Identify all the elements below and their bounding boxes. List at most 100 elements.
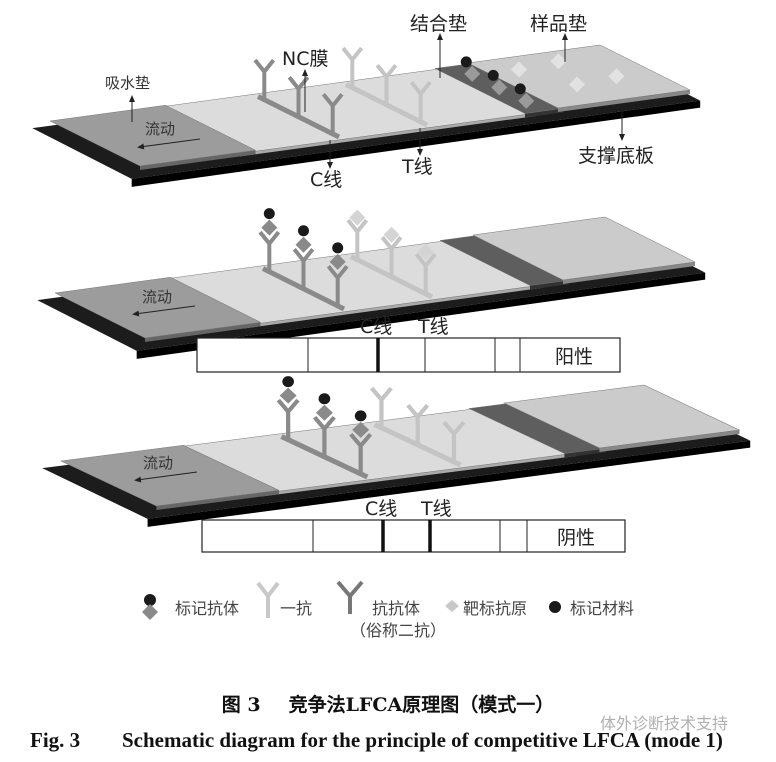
c-line-label: C线 [310, 169, 342, 191]
nc-membrane-label: NC膜 [282, 48, 328, 70]
strip1-labels: 吸水垫 流动 NC膜 结合垫 样品垫 支撑底板 C线 T线 [105, 13, 654, 191]
t-line-label: T线 [417, 316, 449, 338]
label-material-icon [549, 601, 561, 613]
labeled-antibody-icon [315, 404, 333, 421]
result-window-negative: C线 T线 阴性 [201, 498, 626, 553]
c-line-label: C线 [360, 316, 392, 338]
flow-label: 流动 [142, 288, 172, 306]
primary-antibody-icon [375, 63, 398, 107]
label-material-icon [298, 225, 309, 237]
caption-fig-number: 图 3 [221, 694, 261, 716]
label-material-icon [514, 83, 526, 95]
label-material-icon [332, 242, 344, 254]
t-line-label: T线 [401, 156, 433, 178]
legend-label: 抗抗体 [372, 599, 420, 618]
anti-antibody-icon [336, 580, 364, 614]
legend-note: （俗称二抗） [350, 621, 446, 640]
target-antigen-icon [417, 243, 434, 260]
labeled-antibody-icon [142, 594, 158, 620]
primary-antibody-icon [414, 253, 437, 296]
legend-label: 一抗 [280, 599, 312, 618]
target-antigen-icon [349, 209, 366, 226]
t-line-label: T线 [420, 498, 452, 520]
sample-pad [503, 384, 741, 449]
result-window-positive: C线 T线 阳性 [196, 316, 621, 373]
backing-edge [136, 272, 706, 359]
legend-label: 标记抗体 [175, 599, 239, 618]
label-material-icon [487, 69, 499, 81]
backing-edge [131, 100, 701, 187]
test-strip-initial [32, 44, 701, 187]
sample-pad [472, 216, 696, 281]
target-antigen-icon [383, 226, 400, 243]
anti-antibody-icon [287, 75, 310, 119]
absorbent-pad-edge [145, 322, 261, 342]
target-antigen-icon [608, 68, 625, 85]
conjugate-pad-edge [564, 448, 606, 458]
nc-membrane-edge [261, 453, 577, 497]
absorbent-pad-edge [140, 150, 256, 170]
result-label: 阴性 [557, 527, 595, 549]
backing-label: 支撑底板 [578, 145, 654, 167]
sample-pad [467, 44, 691, 109]
flow-arrow [137, 138, 201, 150]
backing-edge [147, 440, 751, 527]
labeled-antibody-icon [464, 65, 481, 82]
labeled-antibody-icon [518, 92, 535, 109]
test-strip-positive [37, 208, 706, 359]
labeled-antibody-icon [279, 387, 297, 404]
anti-antibody-icon [292, 247, 315, 291]
flow-arrow [132, 305, 196, 317]
target-antigen-icon [569, 76, 585, 93]
labeled-antibody-icon [491, 79, 508, 96]
caption-fig-number: Fig. 3 [30, 728, 81, 752]
sample-pad-edge [599, 430, 740, 452]
sample-pad-label: 样品垫 [530, 13, 587, 35]
legend-label: 标记材料 [570, 599, 634, 618]
conjugate-pad-label: 结合垫 [410, 13, 467, 35]
absorbent-pad-edge [156, 490, 279, 510]
test-strip-negative [42, 376, 751, 527]
absorbent-pad-label: 吸水垫 [105, 74, 150, 92]
caption-english: Fig. 3 Schematic diagram for the principl… [30, 728, 723, 753]
anti-antibody-icon [312, 415, 336, 459]
legend-label: 靶标抗原 [463, 599, 527, 618]
conjugate-pad-edge [525, 108, 564, 118]
anti-antibody-icon [349, 433, 373, 476]
anti-antibody-icon [276, 398, 300, 442]
primary-antibody-icon [442, 421, 466, 464]
sample-pad-edge [558, 90, 690, 112]
sample-pad-edge [563, 262, 695, 284]
labeled-antibody-icon [261, 219, 278, 236]
legend: 标记抗体 一抗 抗抗体 （俗称二抗） 靶标抗原 标记材料 [142, 580, 634, 640]
labeled-antibody-icon [295, 236, 312, 253]
absorbent-pad [49, 104, 257, 167]
anti-antibody-icon [253, 58, 276, 102]
primary-antibody-icon [406, 403, 430, 447]
primary-antibody-icon [369, 386, 393, 430]
flow-label: 流动 [143, 454, 173, 472]
primary-antibody-icon [380, 235, 403, 279]
labeled-antibody-icon [352, 421, 370, 438]
absorbent-pad [54, 276, 262, 339]
anti-antibody-icon [321, 93, 344, 136]
primary-antibody-icon [346, 218, 369, 262]
caption-title: 竞争法LFCA原理图（模式一） [288, 694, 555, 716]
primary-antibody-icon [341, 46, 364, 90]
flow-arrow [134, 471, 198, 483]
nc-membrane-edge [239, 113, 536, 157]
result-label: 阳性 [555, 346, 593, 368]
conjugate-pad-edge [530, 280, 569, 290]
caption-title: Schematic diagram for the principle of c… [122, 728, 723, 752]
watermark: 体外诊断技术支持 [600, 714, 729, 733]
flow-label: 流动 [145, 120, 175, 138]
primary-antibody-icon [256, 581, 280, 618]
label-material-icon [354, 410, 367, 422]
anti-antibody-icon [326, 265, 349, 308]
label-material-icon [282, 376, 294, 388]
label-material-icon [460, 56, 472, 68]
target-antigen-icon [550, 53, 567, 70]
labeled-antibody-icon [329, 253, 346, 270]
target-antigen-icon [511, 61, 527, 78]
